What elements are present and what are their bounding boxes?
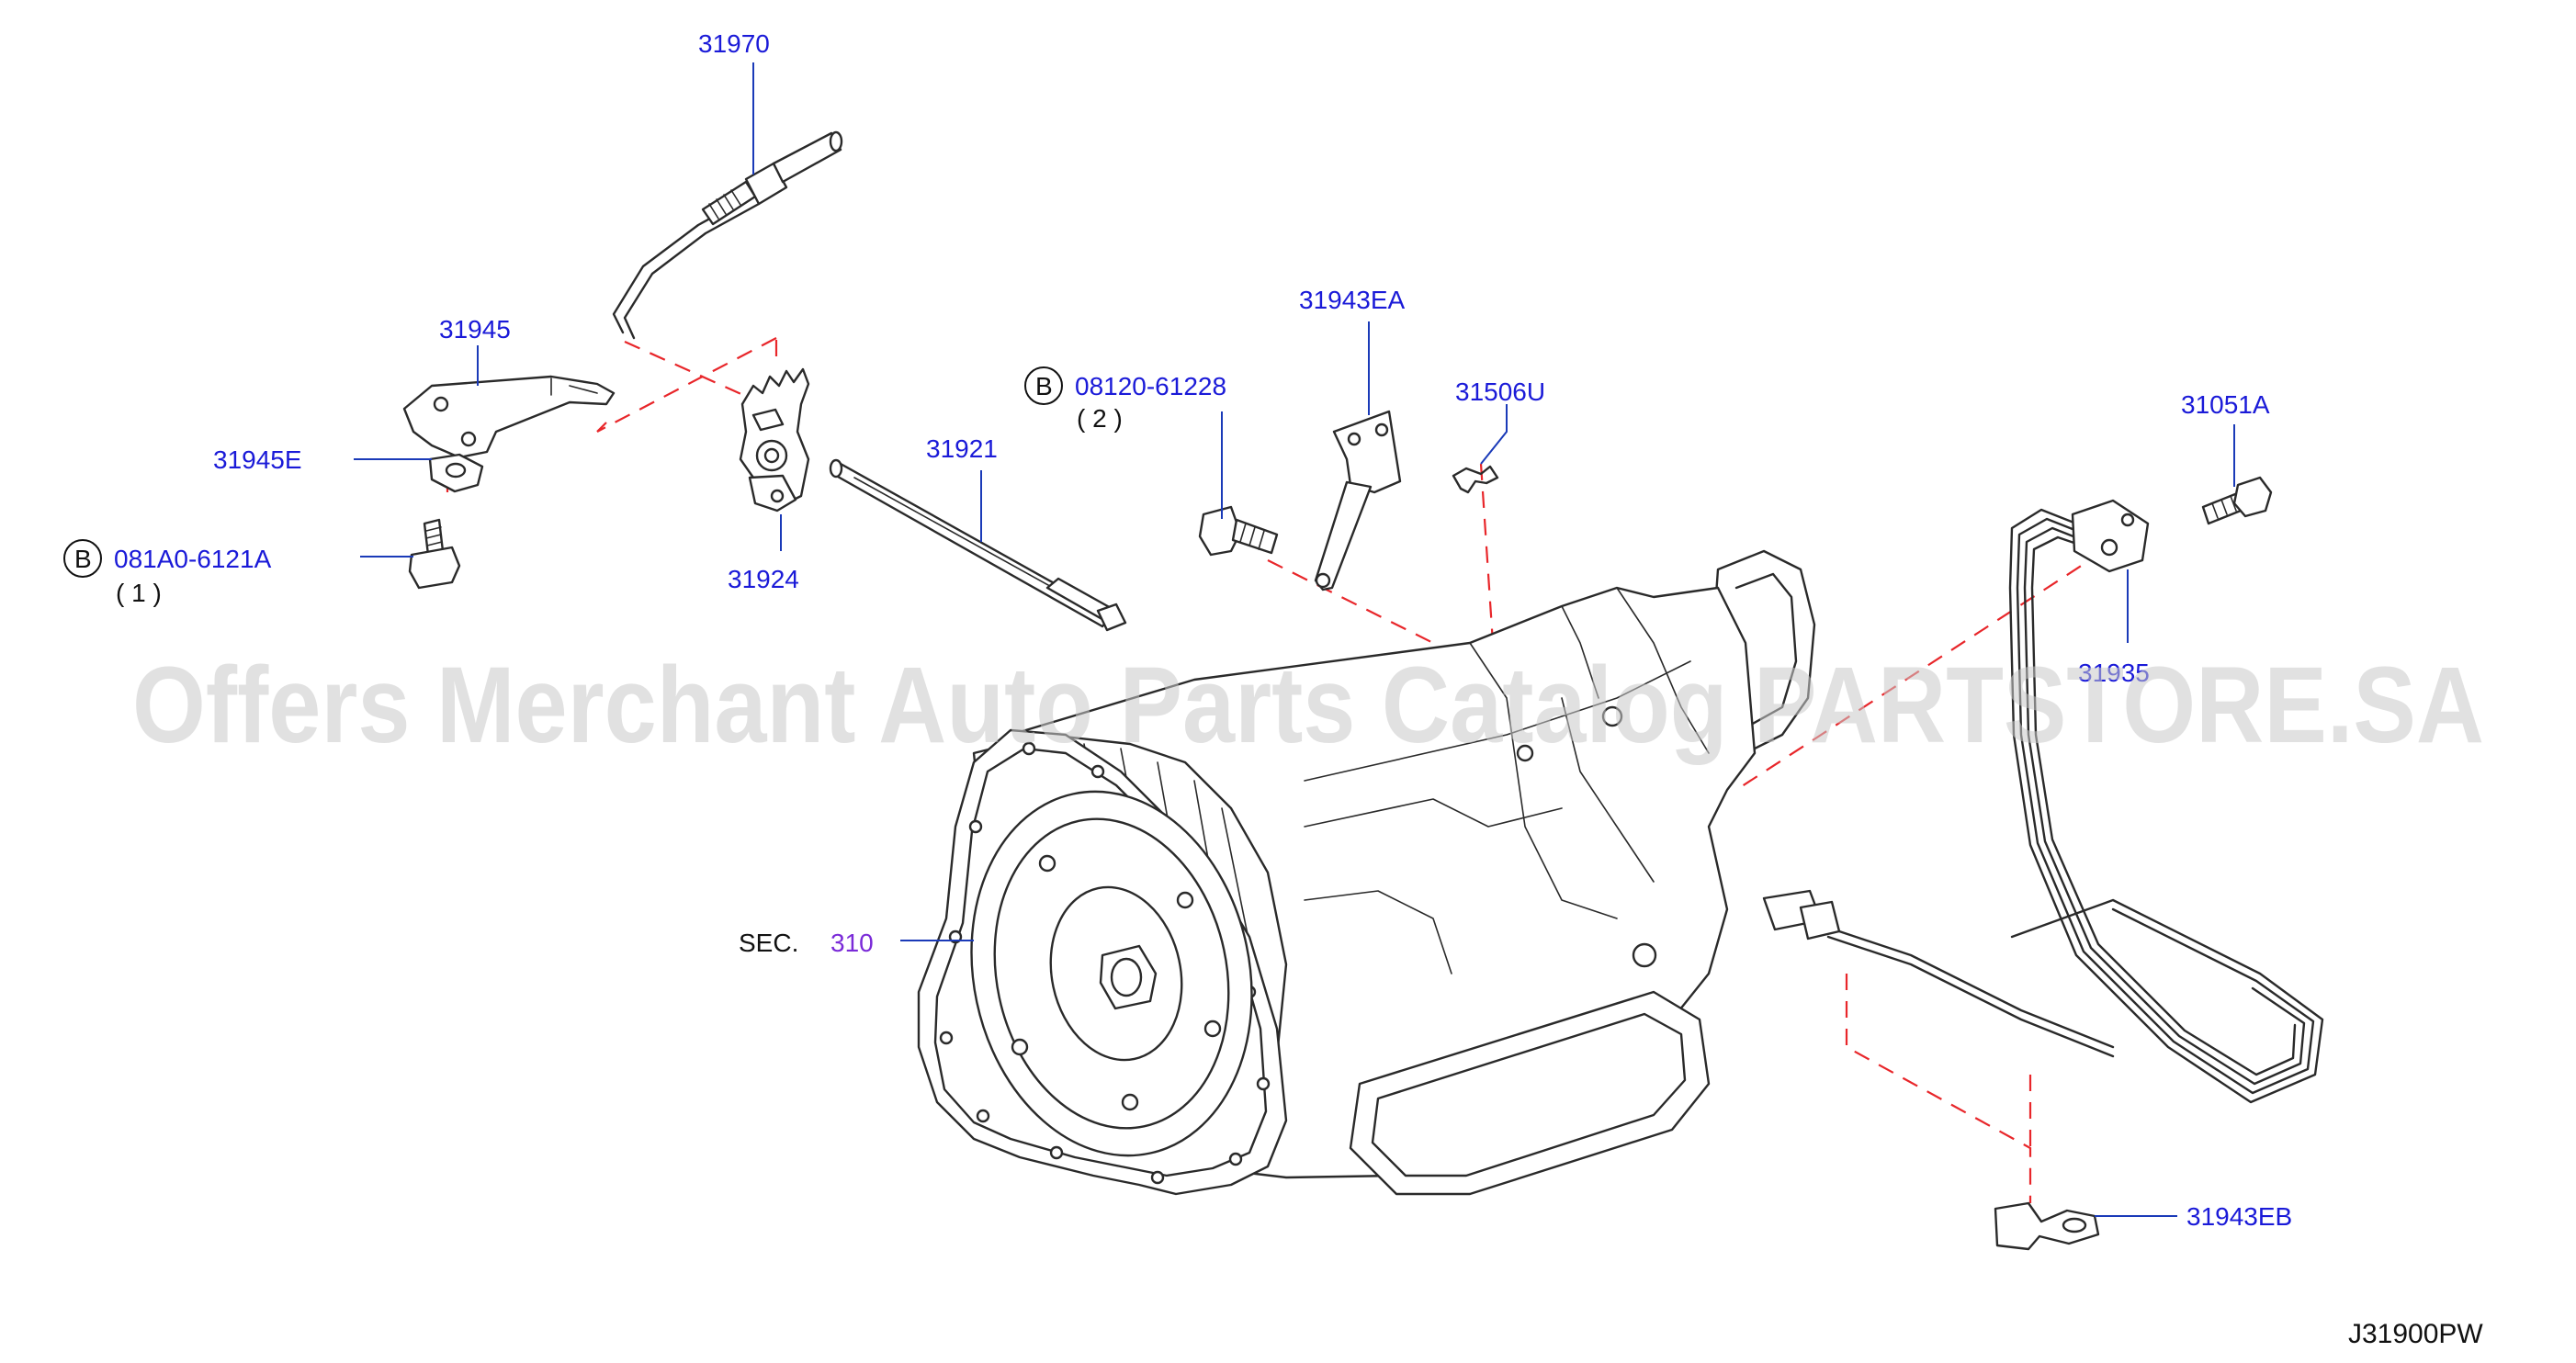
section-ref-number: 310 bbox=[830, 929, 874, 957]
bracket-31943EA bbox=[1314, 410, 1402, 591]
harness-31935 bbox=[1762, 499, 2324, 1104]
clip-31943EB bbox=[1994, 1201, 2100, 1251]
cable-31970 bbox=[612, 130, 843, 340]
callout-31970: 31970 bbox=[698, 29, 770, 58]
bolt-marker-b-1 bbox=[63, 539, 102, 578]
bolt-31051A bbox=[2201, 476, 2273, 525]
callout-31921: 31921 bbox=[926, 434, 998, 463]
watermark-text: Offers Merchant Auto Parts Catalog PARTS… bbox=[132, 645, 2484, 766]
bolt-08120 bbox=[1198, 505, 1279, 557]
clip-31945E bbox=[428, 453, 484, 493]
callout-31945e: 31945E bbox=[213, 445, 302, 474]
bolt-081A0 bbox=[408, 518, 461, 590]
callout-labels: 31970 31945 31945E B 081A0-6121A ( 1 ) 3… bbox=[63, 29, 2292, 1231]
callout-31506u: 31506U bbox=[1455, 377, 1545, 406]
callout-31051a: 31051A bbox=[2181, 390, 2270, 419]
section-ref-label: SEC. bbox=[739, 929, 798, 957]
callout-08120: 08120-61228 bbox=[1075, 372, 1226, 400]
shaft-31921 bbox=[829, 458, 1127, 632]
callout-31943eb: 31943EB bbox=[2186, 1202, 2292, 1231]
callout-31924: 31924 bbox=[728, 565, 799, 593]
callout-31945: 31945 bbox=[439, 315, 511, 344]
callout-081a0-qty: ( 1 ) bbox=[116, 579, 162, 607]
bracket-31945 bbox=[402, 375, 616, 459]
callout-081a0: 081A0-6121A bbox=[114, 545, 272, 573]
transmission-assembly bbox=[917, 549, 1816, 1196]
callout-08120-qty: ( 2 ) bbox=[1077, 404, 1123, 433]
leader-lines bbox=[354, 62, 2235, 1217]
clip-31506U bbox=[1452, 465, 1499, 494]
figure-id: J31900PW bbox=[2348, 1319, 2483, 1349]
callout-31935: 31935 bbox=[2078, 659, 2150, 687]
callout-31943ea: 31943EA bbox=[1299, 286, 1406, 314]
bolt-marker-b-2 bbox=[1024, 366, 1063, 405]
bolt-marker-b-2-label: B bbox=[1035, 372, 1053, 400]
detent-plate-31924 bbox=[739, 367, 810, 513]
bolt-marker-b-1-label: B bbox=[74, 545, 92, 573]
